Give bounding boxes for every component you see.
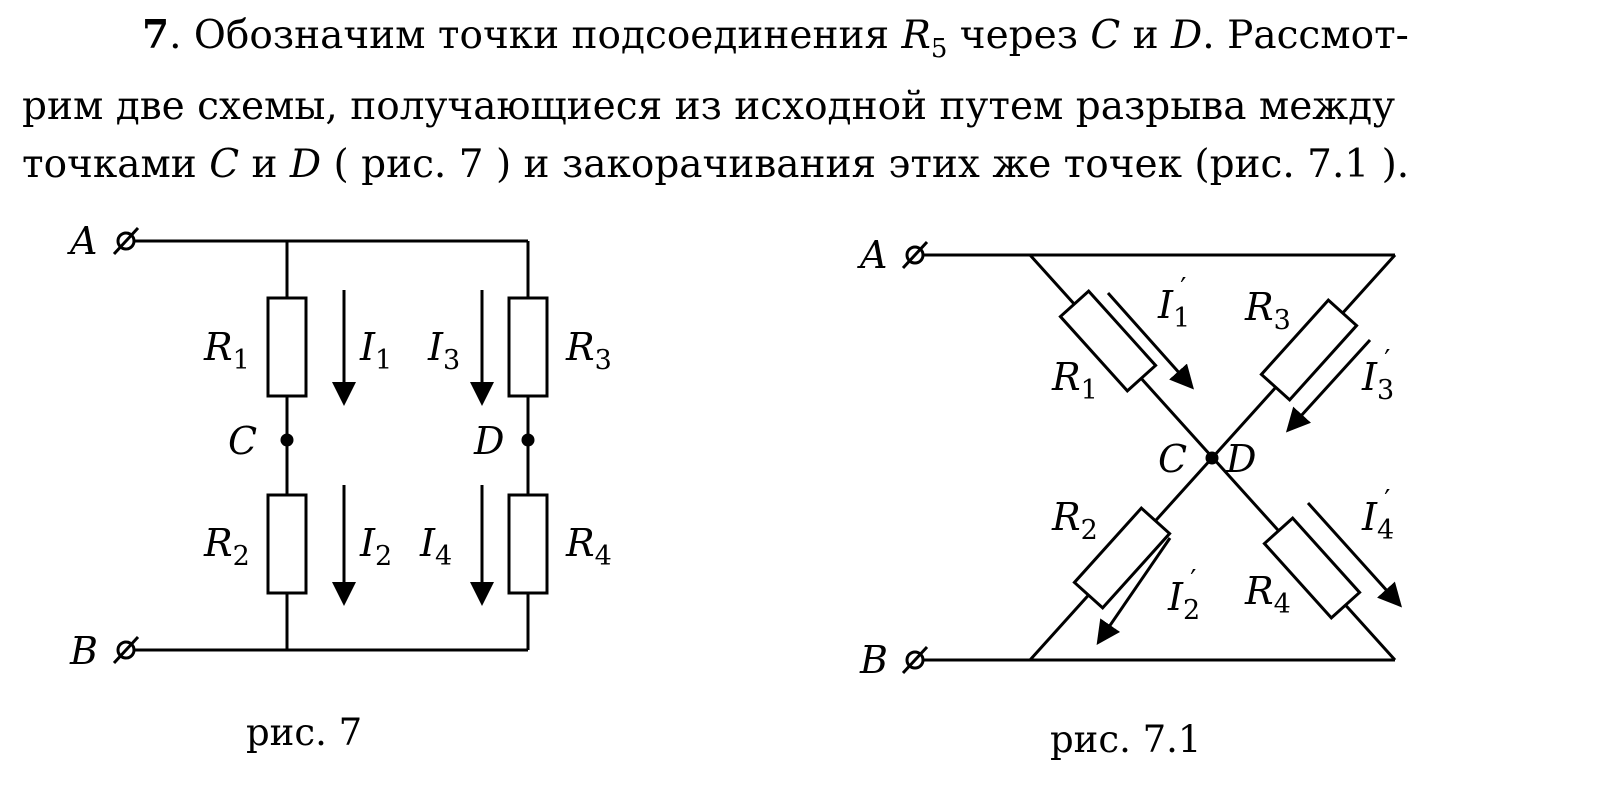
current-arrow-i1 bbox=[1106, 292, 1194, 390]
label-b: B bbox=[859, 638, 888, 682]
resistor-r2 bbox=[1072, 506, 1172, 610]
label-r1: R1 bbox=[1051, 355, 1098, 406]
label-d: D bbox=[1225, 437, 1256, 481]
text-line-3: точками C и D ( рис. 7 ) и закорачивания… bbox=[22, 136, 1582, 194]
label-i1: I1′ bbox=[1157, 273, 1190, 334]
figure-7-1-labels: A B C D R1 R3 R2 R4 I1′ I3′ I2′ I4′ рис.… bbox=[857, 233, 1394, 761]
text-fragment: и bbox=[1120, 13, 1172, 58]
point-c: C bbox=[1090, 13, 1121, 58]
resistor-r1 bbox=[1058, 289, 1158, 393]
terminal-a-slash bbox=[901, 240, 929, 270]
label-r2: R2 bbox=[203, 521, 250, 572]
node-d-dot bbox=[521, 433, 535, 447]
point-c: C bbox=[209, 141, 240, 187]
resistor-r3 bbox=[1259, 298, 1359, 402]
label-i3: I3 bbox=[427, 325, 460, 376]
current-arrow-i4 bbox=[1306, 501, 1403, 608]
r5-subscript: 5 bbox=[930, 33, 948, 64]
label-r2: R2 bbox=[1051, 495, 1098, 546]
label-r3: R3 bbox=[1244, 285, 1291, 336]
node-c-dot bbox=[280, 433, 294, 447]
text-fragment: и bbox=[239, 141, 290, 187]
label-i2: I2′ bbox=[1167, 565, 1200, 626]
current-arrow-i2 bbox=[1096, 537, 1172, 645]
text-fragment: через bbox=[947, 13, 1091, 58]
label-i4: I4 bbox=[419, 521, 452, 572]
text-fragment: ( рис. 7 ) и закорачивания этих же точек… bbox=[321, 141, 1410, 187]
label-c: C bbox=[1158, 437, 1187, 481]
text-fragment: . Рассмот- bbox=[1202, 13, 1409, 58]
label-r4: R4 bbox=[1244, 569, 1291, 620]
text-fragment: . Обозначим точки подсоединения bbox=[169, 13, 902, 58]
label-i1: I1 bbox=[359, 325, 392, 376]
label-a: A bbox=[857, 233, 887, 277]
text-fragment: точками bbox=[22, 141, 210, 187]
point-d: D bbox=[289, 141, 322, 187]
label-i2: I2 bbox=[359, 521, 392, 572]
point-d: D bbox=[1171, 13, 1203, 58]
figure-7-labels: A B C D R1 R2 R3 R4 I1 I2 I3 I4 рис. 7 bbox=[67, 219, 612, 754]
label-b: B bbox=[69, 629, 98, 673]
label-r3: R3 bbox=[565, 325, 612, 376]
resistor-r2 bbox=[266, 493, 308, 595]
label-c: C bbox=[228, 419, 257, 463]
label-i3: I3′ bbox=[1361, 345, 1394, 406]
r5-letter: R bbox=[901, 13, 931, 58]
label-r1: R1 bbox=[203, 325, 250, 376]
caption-fig-7-1: рис. 7.1 bbox=[1050, 718, 1201, 761]
problem-text: 7. Обозначим точки подсоединения R5 чере… bbox=[22, 6, 1582, 194]
label-a: A bbox=[67, 219, 97, 263]
r5-symbol: R5 bbox=[901, 13, 947, 64]
terminal-a-slash bbox=[112, 226, 140, 256]
resistor-r1 bbox=[266, 296, 308, 398]
figure-7-1 bbox=[901, 240, 1403, 675]
resistor-r4 bbox=[507, 493, 549, 595]
terminal-b-slash bbox=[112, 635, 140, 665]
resistor-r4 bbox=[1262, 516, 1362, 620]
figure-7 bbox=[112, 226, 549, 665]
terminal-b-slash bbox=[901, 645, 929, 675]
resistor-r3 bbox=[507, 296, 549, 398]
label-i4: I4′ bbox=[1361, 485, 1394, 546]
text-line-2: рим две схемы, получающиеся из исходной … bbox=[22, 83, 1396, 129]
node-cd-dot bbox=[1205, 451, 1219, 465]
label-r4: R4 bbox=[565, 521, 612, 572]
label-d: D bbox=[473, 419, 504, 463]
text-line-1: 7. Обозначим точки подсоединения R5 чере… bbox=[22, 6, 1582, 78]
caption-fig-7: рис. 7 bbox=[246, 711, 362, 754]
current-arrow-i3 bbox=[1285, 338, 1372, 433]
problem-number: 7 bbox=[142, 12, 170, 58]
